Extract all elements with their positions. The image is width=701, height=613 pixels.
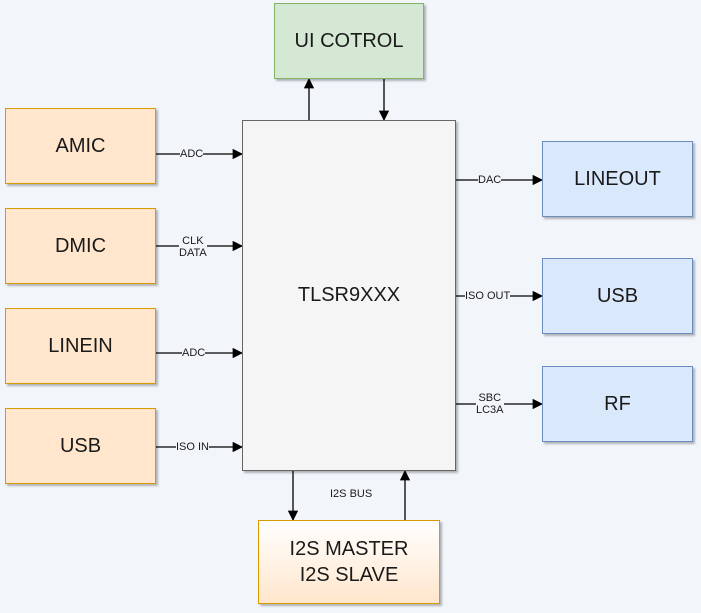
lineout-block: LINEOUT [542, 141, 693, 217]
sbc-label: SBC [478, 392, 502, 404]
clk-data-label: CLK DATA [179, 235, 207, 259]
rf-label: RF [604, 392, 631, 415]
usb-output-block: USB [542, 258, 693, 334]
i2s-block: I2S MASTER I2S SLAVE [258, 520, 440, 604]
data-label: DATA [179, 247, 207, 259]
lc3a-label: LC3A [476, 404, 504, 416]
amic-block: AMIC [5, 108, 156, 184]
rf-block: RF [542, 366, 693, 442]
iso-out-label: ISO OUT [465, 290, 511, 302]
i2s-master-label: I2S MASTER [289, 538, 409, 560]
i2s-bus-label: I2S BUS [330, 488, 373, 500]
dmic-block: DMIC [5, 208, 156, 284]
core-chip-block: TLSR9XXX [242, 120, 456, 471]
amic-label: AMIC [55, 134, 106, 157]
usb-output-label: USB [596, 284, 639, 307]
iso-in-label: ISO IN [176, 441, 210, 453]
linein-label: LINEIN [48, 334, 113, 357]
core-chip-label: TLSR9XXX [297, 284, 401, 306]
dmic-label: DMIC [54, 234, 107, 257]
linein-block: LINEIN [5, 308, 156, 384]
adc-amic-label: ADC [180, 148, 204, 160]
usb-input-label: USB [59, 434, 102, 457]
lineout-label: LINEOUT [574, 167, 661, 190]
ui-control-label: UI COTROL [294, 29, 404, 52]
clk-label: CLK [182, 235, 204, 247]
dac-label: DAC [478, 174, 502, 186]
sbc-lc3a-label: SBC LC3A [476, 392, 504, 416]
adc-linein-label: ADC [182, 347, 206, 359]
ui-control-block: UI COTROL [274, 3, 424, 79]
usb-input-block: USB [5, 408, 156, 484]
i2s-slave-label: I2S SLAVE [299, 564, 399, 586]
